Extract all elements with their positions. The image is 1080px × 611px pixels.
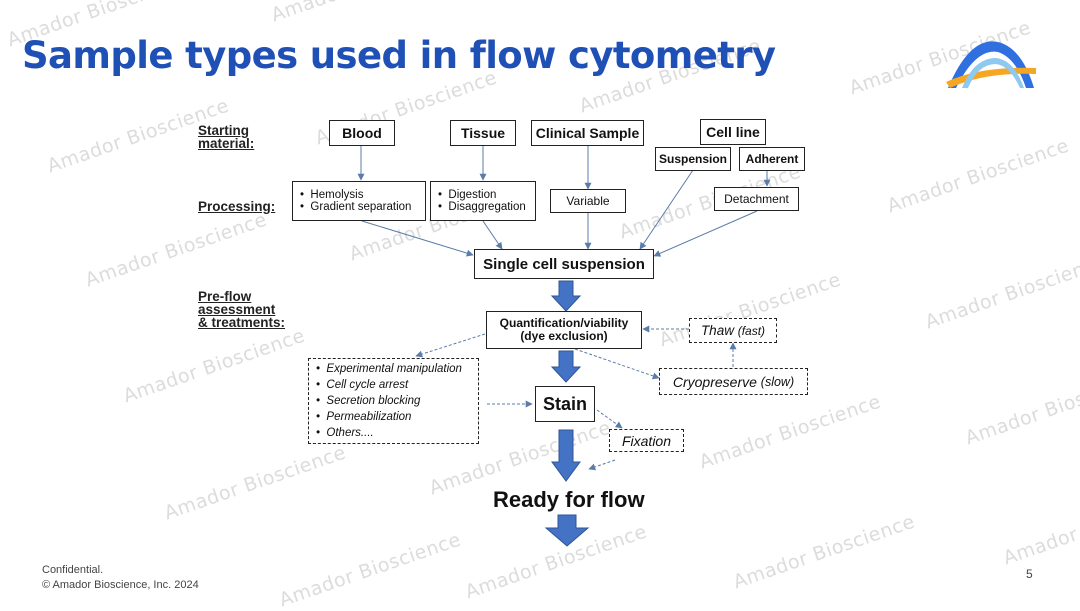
box-cryopreserve: Cryopreserve (slow) bbox=[659, 368, 808, 395]
list-item: Disaggregation bbox=[438, 201, 525, 213]
treatments-list: Experimental manipulation Cell cycle arr… bbox=[309, 361, 462, 441]
arrow-detachment-to-single bbox=[653, 210, 758, 257]
list-item: Hemolysis bbox=[300, 189, 411, 201]
blood-processing-list: Hemolysis Gradient separation bbox=[293, 189, 411, 213]
box-cell-line: Cell line bbox=[700, 119, 766, 145]
box-suspension: Suspension bbox=[655, 147, 731, 171]
arrow-blood-proc-to-single bbox=[361, 220, 474, 257]
big-arrow-ready-out bbox=[544, 514, 590, 547]
box-single-cell-suspension: Single cell suspension bbox=[474, 249, 654, 279]
box-blood: Blood bbox=[329, 120, 395, 146]
list-item: Secretion blocking bbox=[316, 393, 462, 409]
box-clinical-sample: Clinical Sample bbox=[531, 120, 644, 146]
list-item: Others.... bbox=[316, 425, 462, 441]
big-arrow-single-to-quant bbox=[550, 280, 582, 312]
box-blood-processing: Hemolysis Gradient separation bbox=[292, 181, 426, 221]
ready-for-flow-label: Ready for flow bbox=[493, 487, 645, 512]
big-arrow-stain-to-ready bbox=[551, 429, 581, 482]
label-processing: Processing: bbox=[198, 199, 276, 214]
box-adherent: Adherent bbox=[739, 147, 805, 171]
arrow-fixation-to-flow bbox=[588, 459, 616, 471]
arrow-tissue-proc-to-single bbox=[482, 220, 503, 250]
box-tissue: Tissue bbox=[450, 120, 516, 146]
list-item: Digestion bbox=[438, 189, 526, 201]
box-detachment: Detachment bbox=[714, 187, 799, 211]
list-item: Gradient separation bbox=[300, 201, 411, 213]
page-number: 5 bbox=[1026, 567, 1033, 581]
amador-arch-logo-icon bbox=[946, 41, 1036, 88]
list-item: Cell cycle arrest bbox=[316, 377, 462, 393]
list-item: Permeabilization bbox=[316, 409, 462, 425]
label-starting-material: Starting material: bbox=[198, 123, 255, 151]
box-tissue-processing: Digestion Disaggregation bbox=[430, 181, 536, 221]
box-fixation: Fixation bbox=[609, 429, 684, 452]
box-thaw: Thaw (fast) bbox=[689, 318, 777, 343]
box-variable: Variable bbox=[550, 189, 626, 213]
confidential-label: Confidential. bbox=[42, 564, 104, 576]
arrow-quant-to-cryo bbox=[574, 348, 660, 380]
arrow-quant-to-treatments bbox=[415, 333, 486, 358]
box-treatments: Experimental manipulation Cell cycle arr… bbox=[308, 358, 479, 444]
box-quantification-viability: Quantification/viability (dye exclusion) bbox=[486, 311, 642, 349]
list-item: Experimental manipulation bbox=[316, 361, 462, 377]
arrow-stain-to-fixation bbox=[596, 409, 623, 429]
copyright-label: © Amador Bioscience, Inc. 2024 bbox=[42, 579, 199, 591]
footer: Confidential. © Amador Bioscience, Inc. … bbox=[42, 563, 199, 593]
page-title: Sample types used in flow cytometry bbox=[22, 34, 776, 77]
big-arrow-quant-to-stain bbox=[550, 350, 582, 383]
tissue-processing-list: Digestion Disaggregation bbox=[431, 189, 526, 213]
arrow-suspension-to-single bbox=[639, 169, 694, 250]
label-preflow: Pre-flow assessment & treatments: bbox=[198, 289, 286, 330]
box-stain: Stain bbox=[535, 386, 595, 422]
